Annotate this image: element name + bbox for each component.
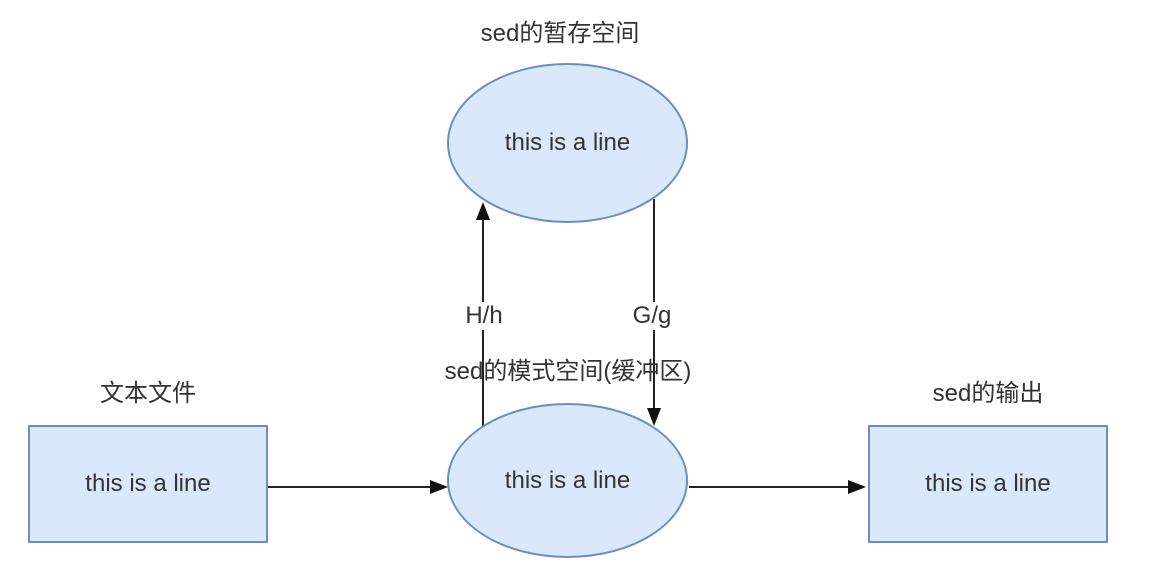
sed-output-rect: this is a line — [868, 425, 1108, 543]
pattern-space-ellipse: this is a line — [447, 403, 688, 558]
text-file-title: 文本文件 — [100, 380, 196, 407]
pattern-space-title: sed的模式空间(缓冲区) — [444, 358, 692, 385]
text-file-label: this is a line — [85, 470, 211, 497]
edge-label-h-command: H/h — [462, 302, 506, 330]
hold-space-title: sed的暂存空间 — [480, 20, 640, 47]
arrowhead-down-icon — [647, 408, 661, 426]
sed-output-label: this is a line — [925, 470, 1051, 497]
arrowhead-up-icon — [476, 202, 490, 220]
sed-output-title: sed的输出 — [932, 380, 1044, 407]
edge-file-to-pattern-line — [268, 486, 434, 488]
text-file-rect: this is a line — [28, 425, 268, 543]
arrowhead-right-icon — [848, 480, 866, 494]
arrowhead-right-icon — [430, 480, 448, 494]
hold-space-ellipse: this is a line — [447, 63, 688, 223]
pattern-space-label: this is a line — [504, 466, 631, 494]
edge-label-g-command: G/g — [629, 302, 675, 330]
edge-pattern-to-output-line — [689, 486, 850, 488]
hold-space-label: this is a line — [504, 129, 631, 156]
